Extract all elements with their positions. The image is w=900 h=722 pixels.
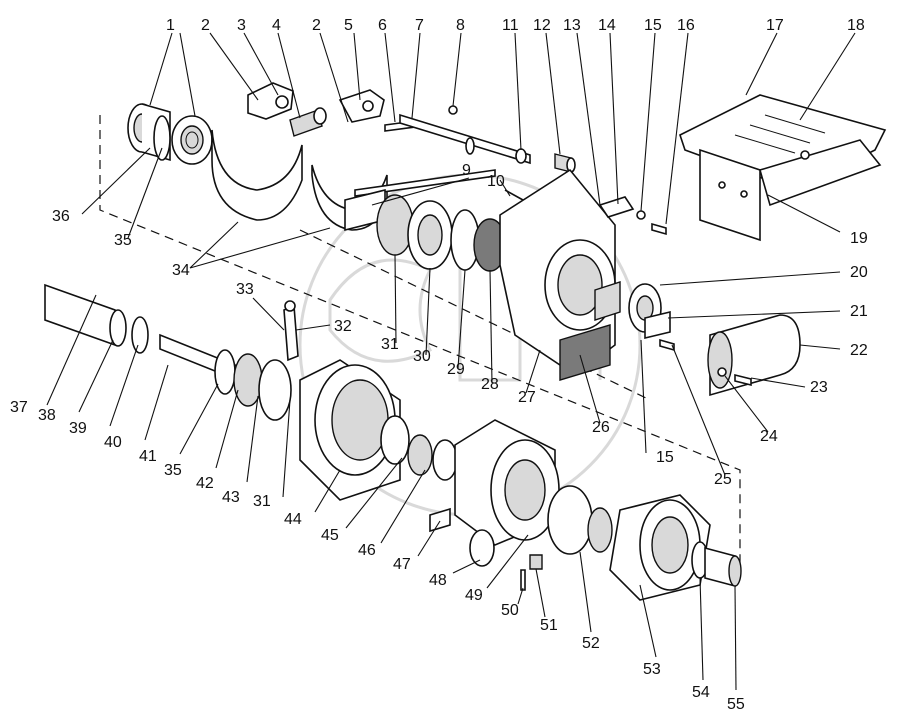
callout-5: 5 xyxy=(344,17,353,34)
callout-3: 3 xyxy=(237,17,246,34)
callout-40: 40 xyxy=(104,434,122,451)
callout-37: 37 xyxy=(10,399,28,416)
part-22-filter xyxy=(707,314,801,397)
part-5-lever xyxy=(338,89,385,123)
callout-17: 17 xyxy=(766,17,784,34)
callout-44: 44 xyxy=(284,511,302,528)
callout-31: 31 xyxy=(253,493,271,510)
part-53-ring-gear xyxy=(609,494,711,601)
part-12-bushing xyxy=(554,153,576,173)
callout-2: 2 xyxy=(312,17,321,34)
assembly-axis-lines xyxy=(99,115,741,580)
part-1-bearing xyxy=(171,115,213,165)
callout-38: 38 xyxy=(38,407,56,424)
part-23-24-bolt-washer xyxy=(717,367,752,387)
part-2-lever xyxy=(247,82,294,120)
callout-25: 25 xyxy=(714,471,732,488)
callout-26: 26 xyxy=(592,419,610,436)
callout-48: 48 xyxy=(429,572,447,589)
part-35-ring xyxy=(153,115,171,161)
part-41-43-bearings xyxy=(214,349,292,421)
part-8-ball xyxy=(448,105,458,115)
part-10-pin xyxy=(504,189,524,201)
callout-47: 47 xyxy=(393,556,411,573)
part-52-sun-gear xyxy=(547,485,613,555)
callout-20: 20 xyxy=(850,264,868,281)
callout-24: 24 xyxy=(760,428,778,445)
leader-lines xyxy=(46,32,856,691)
callout-54: 54 xyxy=(692,684,710,701)
part-27-housing xyxy=(499,168,616,381)
callout-51: 51 xyxy=(540,617,558,634)
callout-labels: 1 2 3 4 2 5 6 7 8 11 12 13 14 15 16 17 1… xyxy=(10,17,868,713)
callout-6: 6 xyxy=(378,17,387,34)
callout-32: 32 xyxy=(334,318,352,335)
callout-34: 34 xyxy=(172,262,190,279)
callout-4: 4 xyxy=(272,17,281,34)
callout-43: 43 xyxy=(222,489,240,506)
callout-28: 28 xyxy=(481,376,499,393)
callout-15: 15 xyxy=(656,449,674,466)
callout-15: 15 xyxy=(644,17,662,34)
callout-7: 7 xyxy=(415,17,424,34)
callout-55: 55 xyxy=(727,696,745,713)
callout-30: 30 xyxy=(413,348,431,365)
callout-22: 22 xyxy=(850,342,868,359)
callout-9: 9 xyxy=(462,162,471,179)
part-48-planet-gear xyxy=(469,529,495,567)
callout-35: 35 xyxy=(164,462,182,479)
callout-35: 35 xyxy=(114,232,132,249)
callout-49: 49 xyxy=(465,587,483,604)
part-25-bolt xyxy=(659,338,675,352)
callout-53: 53 xyxy=(643,661,661,678)
callout-10: 10 xyxy=(487,173,505,190)
callout-36: 36 xyxy=(52,208,70,225)
callout-50: 50 xyxy=(501,602,519,619)
callout-16: 16 xyxy=(677,17,695,34)
part-50-51-pins xyxy=(520,554,543,591)
callout-29: 29 xyxy=(447,361,465,378)
part-3-4-bushings xyxy=(289,107,327,137)
part-6-7-rods xyxy=(384,113,531,165)
callout-27: 27 xyxy=(518,389,536,406)
part-9-rod xyxy=(354,169,496,197)
callout-12: 12 xyxy=(533,17,551,34)
callout-52: 52 xyxy=(582,635,600,652)
callout-14: 14 xyxy=(598,17,616,34)
callout-13: 13 xyxy=(563,17,581,34)
callout-41: 41 xyxy=(139,448,157,465)
callout-11: 11 xyxy=(502,17,519,34)
part-15-16-bolts xyxy=(636,210,667,236)
part-20-21-flange-gear xyxy=(594,281,671,340)
callout-33: 33 xyxy=(236,281,254,298)
part-44-clutch-drum xyxy=(299,359,401,501)
callout-19: 19 xyxy=(850,230,868,247)
callout-45: 45 xyxy=(321,527,339,544)
callout-23: 23 xyxy=(810,379,828,396)
callout-42: 42 xyxy=(196,475,214,492)
part-33-32-valve xyxy=(283,300,299,362)
callout-18: 18 xyxy=(847,17,865,34)
callout-46: 46 xyxy=(358,542,376,559)
callout-2: 2 xyxy=(201,17,210,34)
callout-39: 39 xyxy=(69,420,87,437)
callout-21: 21 xyxy=(850,303,868,320)
part-28-31-shaft-bearings xyxy=(344,188,507,272)
part-45-47-gears xyxy=(380,415,458,533)
part-13-14-bracket xyxy=(598,196,635,218)
callout-1: 1 xyxy=(166,17,175,34)
part-17-18-cover xyxy=(679,94,887,242)
callout-8: 8 xyxy=(456,17,465,34)
part-49-planet-carrier xyxy=(454,419,560,546)
callout-31: 31 xyxy=(381,336,399,353)
part-11-ring xyxy=(515,148,527,164)
